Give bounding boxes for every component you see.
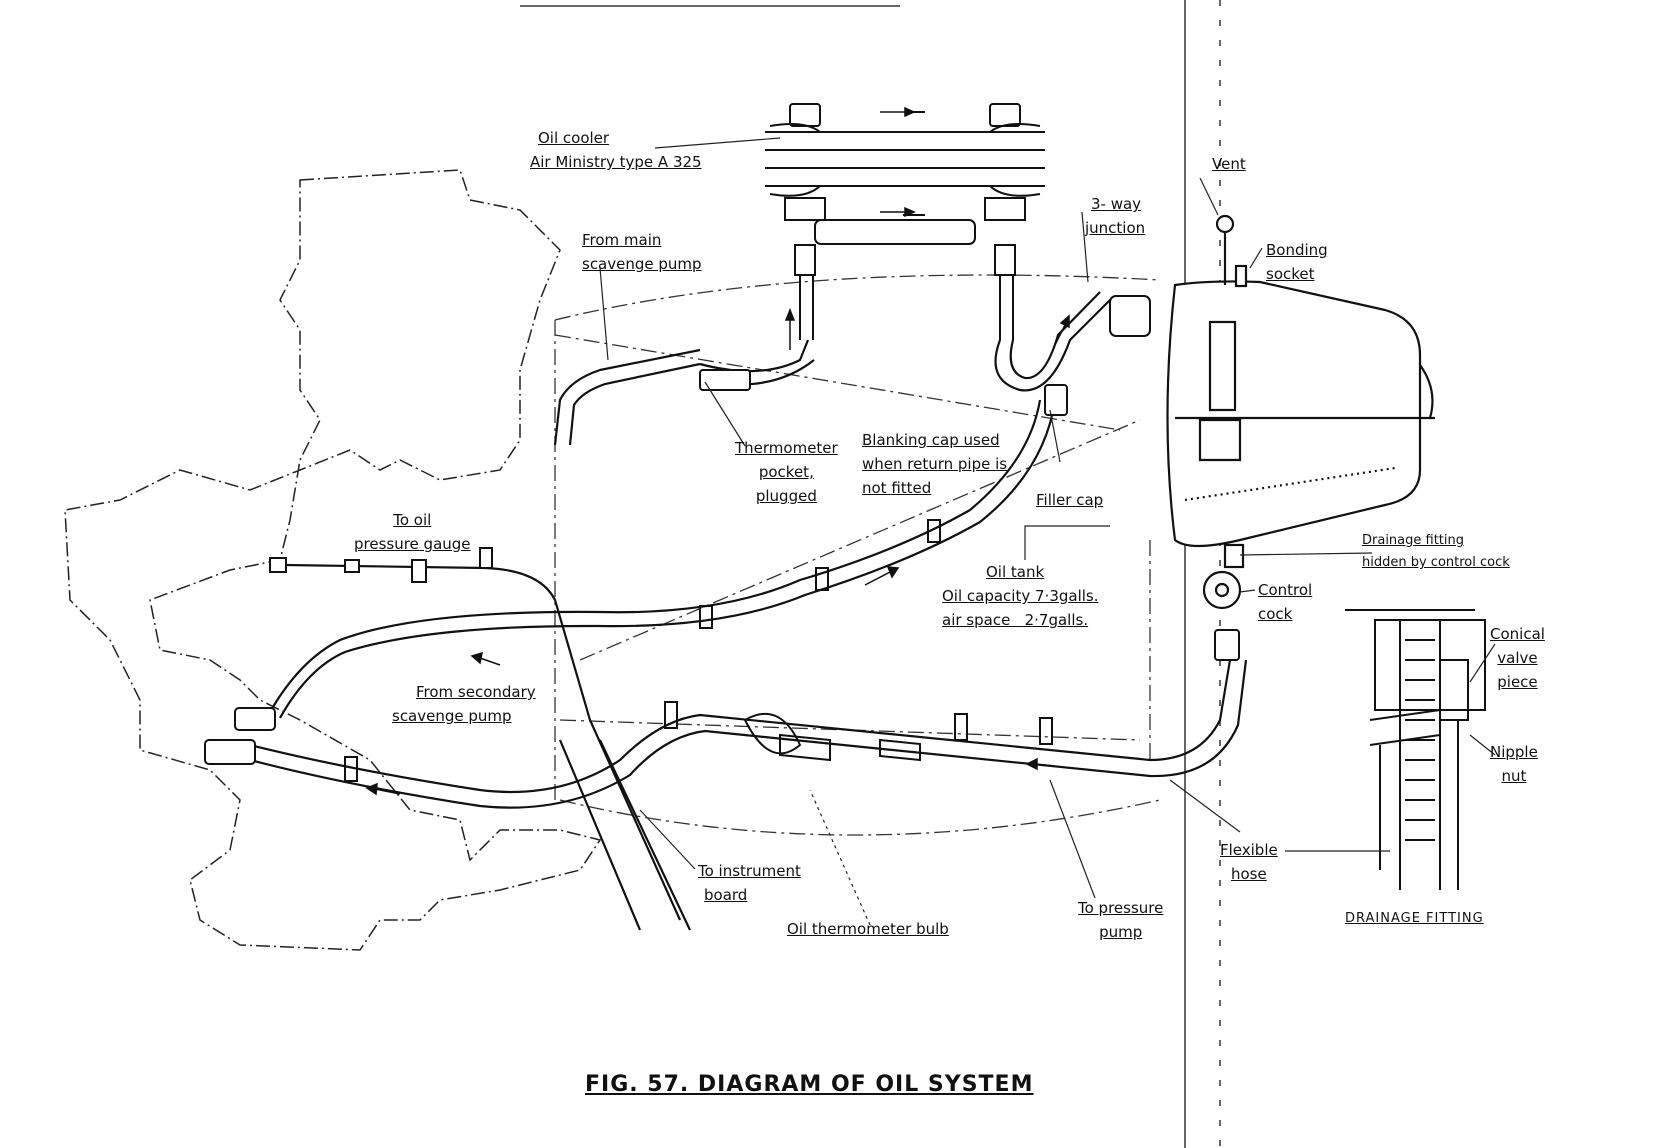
figure-caption: FIG. 57. DIAGRAM OF OIL SYSTEM [585, 1072, 1034, 1097]
label-three-way-junction-line2: junction [1085, 219, 1146, 237]
label-blanking-cap-line1: Blanking cap used [862, 431, 1000, 449]
label-nipple-nut: Nipple nut [1490, 740, 1538, 788]
page-fold-lines [520, 0, 1221, 1148]
label-to-pressure-pump-line1: To pressure [1078, 899, 1164, 917]
label-control-cock-line1: Control [1258, 581, 1313, 599]
label-conical-valve-piece: Conical valve piece [1490, 622, 1545, 694]
drainage-fitting-inset [1345, 609, 1486, 890]
label-filler-cap: Filler cap [1036, 488, 1103, 512]
label-thermometer-pocket-line2: pocket, [758, 463, 814, 481]
label-to-instrument-board: To instrument board [698, 859, 801, 907]
label-conical-valve-piece-line2: valve [1497, 649, 1538, 667]
label-bonding-socket-line2: socket [1266, 265, 1315, 283]
label-blanking-cap: Blanking cap used when return pipe is no… [862, 428, 1007, 500]
label-three-way-junction: 3- way junction [1085, 192, 1145, 240]
label-flexible-hose-line1: Flexible [1220, 841, 1278, 859]
label-oil-tank: Oil tank Oil capacity 7·3galls. air spac… [942, 560, 1099, 632]
label-thermometer-pocket: Thermometer pocket, plugged [735, 436, 838, 508]
label-from-secondary-scavenge-line1: From secondary [416, 683, 536, 701]
label-three-way-junction-line1: 3- way [1091, 195, 1142, 213]
pipe-clips [344, 519, 1053, 782]
label-thermometer-pocket-line1: Thermometer [735, 439, 838, 457]
label-to-oil-pressure-gauge-line2: pressure gauge [354, 535, 471, 553]
drainage-fitting-caption: DRAINAGE FITTING [1345, 911, 1484, 926]
label-oil-tank-line2: Oil capacity 7·3galls. [942, 587, 1099, 605]
label-blanking-cap-line3: not fitted [862, 479, 932, 497]
label-to-instrument-board-line1: To instrument [698, 862, 801, 880]
label-drainage-fitting-hidden-line1: Drainage fitting [1362, 533, 1465, 548]
label-from-secondary-scavenge-line2: scavenge pump [392, 707, 512, 725]
label-from-main-scavenge-line2: scavenge pump [582, 255, 702, 273]
label-to-oil-pressure-gauge: To oil pressure gauge [354, 508, 471, 556]
label-filler-cap-text: Filler cap [1036, 491, 1104, 509]
label-oil-cooler-line2: Air Ministry type A 325 [530, 153, 702, 171]
label-vent: Vent [1212, 152, 1246, 176]
label-bonding-socket-line1: Bonding [1266, 241, 1328, 259]
label-from-secondary-scavenge: From secondary scavenge pump [392, 680, 536, 728]
oil-tank [1166, 214, 1435, 610]
label-drainage-fitting-hidden-line2: hidden by control cock [1362, 555, 1510, 570]
label-vent-text: Vent [1212, 155, 1246, 173]
flow-arrows [365, 106, 1070, 796]
label-oil-thermometer-bulb-text: Oil thermometer bulb [787, 920, 949, 938]
label-blanking-cap-line2: when return pipe is [862, 455, 1008, 473]
label-conical-valve-piece-line1: Conical [1490, 625, 1545, 643]
label-nipple-nut-line1: Nipple [1490, 743, 1538, 761]
label-from-main-scavenge: From main scavenge pump [582, 228, 702, 276]
label-drainage-fitting-hidden: Drainage fitting hidden by control cock [1362, 530, 1510, 574]
label-oil-thermometer-bulb: Oil thermometer bulb [787, 917, 949, 941]
label-conical-valve-piece-line3: piece [1497, 673, 1538, 691]
label-to-pressure-pump: To pressure pump [1078, 896, 1163, 944]
label-oil-cooler: Oil cooler Air Ministry type A 325 [530, 126, 702, 174]
label-to-pressure-pump-line2: pump [1099, 923, 1143, 941]
label-nipple-nut-line2: nut [1501, 767, 1527, 785]
label-oil-tank-line3: air space 2·7galls. [942, 611, 1089, 629]
label-control-cock: Control cock [1258, 578, 1312, 626]
label-oil-tank-line1: Oil tank [986, 563, 1045, 581]
label-flexible-hose: Flexible hose [1220, 838, 1278, 886]
label-control-cock-line2: cock [1258, 605, 1293, 623]
pipe-fittings [204, 295, 1240, 765]
leader-lines [599, 137, 1496, 926]
label-to-oil-pressure-gauge-line1: To oil [393, 511, 432, 529]
label-thermometer-pocket-line3: plugged [755, 487, 817, 505]
label-bonding-socket: Bonding socket [1266, 238, 1328, 286]
label-to-instrument-board-line2: board [704, 886, 748, 904]
gauge-line-fittings [269, 547, 493, 583]
label-oil-cooler-line1: Oil cooler [538, 129, 610, 147]
label-from-main-scavenge-line1: From main [582, 231, 662, 249]
label-flexible-hose-line2: hose [1231, 865, 1267, 883]
engine-outline [64, 169, 602, 951]
oil-cooler [765, 103, 1045, 340]
